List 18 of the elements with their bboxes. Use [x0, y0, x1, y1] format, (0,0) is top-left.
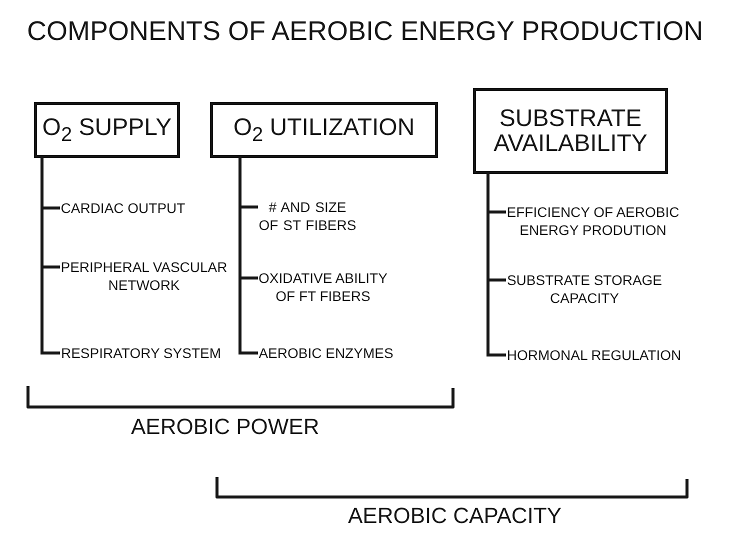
category-heading: O$_{2}$ SUPPLY — [42, 114, 172, 146]
category-box — [210, 102, 438, 158]
factor-label: PERIPHERAL VASCULAR NETWORK — [60, 258, 228, 294]
factor-label: HORMONAL REGULATION — [506, 346, 682, 364]
bracket-label: AEROBIC POWER — [131, 414, 320, 440]
factor-label: EFFICIENCY OF AEROBIC ENERGY PRODUTION — [506, 203, 680, 239]
diagram-title: COMPONENTS OF AEROBIC ENERGY PRODUCTION — [27, 16, 704, 48]
category-heading: SUBSTRATE AVAILABILITY — [492, 106, 648, 156]
category-box — [473, 88, 668, 174]
category-box — [34, 102, 180, 158]
factor-label: OXIDATIVE ABILITY OF FT FIBERS — [258, 269, 388, 305]
factor-label: AEROBIC ENZYMES — [258, 344, 394, 362]
factor-label: SUBSTRATE STORAGE CAPACITY — [506, 271, 663, 307]
category-heading: O$_{2}$ UTILIZATION — [233, 114, 415, 146]
factor-label: CARDIAC OUTPUT — [60, 199, 186, 217]
factor-label: # AND SIZE OF ST FIBERS — [258, 198, 357, 234]
factor-label: RESPIRATORY SYSTEM — [60, 344, 222, 362]
bracket-label: AEROBIC CAPACITY — [348, 503, 562, 528]
